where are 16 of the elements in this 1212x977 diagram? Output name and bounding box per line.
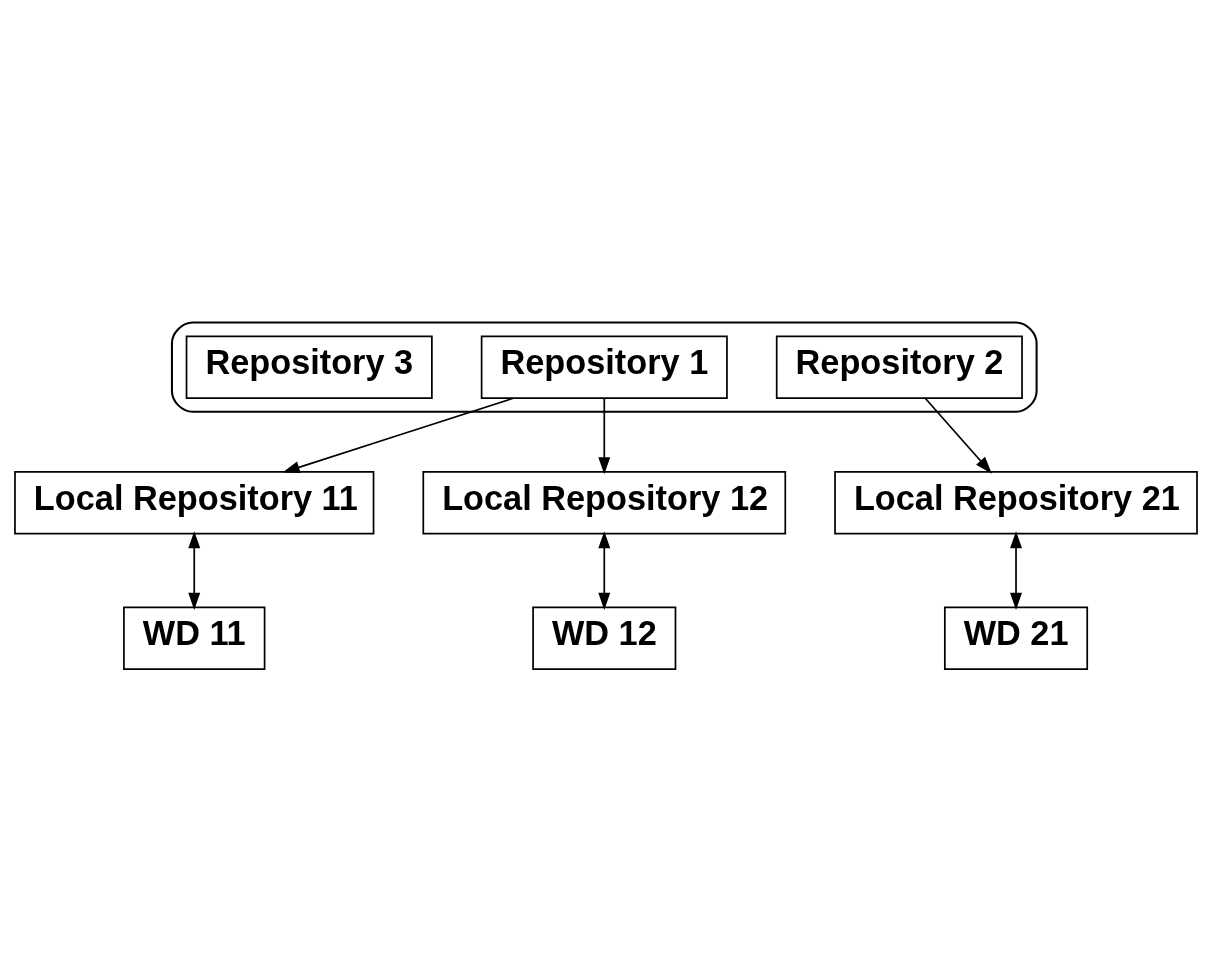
arrow xyxy=(924,396,992,474)
node-box: WD 21 xyxy=(943,606,1089,670)
node-box: WD 11 xyxy=(123,606,266,670)
node-box: Repository 3 xyxy=(185,334,433,399)
arrow xyxy=(282,396,515,473)
node-box: Repository 2 xyxy=(775,334,1023,399)
node-box: Local Repository 12 xyxy=(422,470,787,534)
node-box: Local Repository 11 xyxy=(14,470,375,534)
node-box: Repository 1 xyxy=(480,334,728,399)
node-box: WD 12 xyxy=(532,606,677,670)
cluster xyxy=(170,321,1038,413)
arrow xyxy=(1010,530,1023,610)
arrow xyxy=(598,530,611,610)
node-box: Local Repository 21 xyxy=(834,470,1198,534)
arrow xyxy=(188,530,201,610)
arrow xyxy=(598,396,611,474)
